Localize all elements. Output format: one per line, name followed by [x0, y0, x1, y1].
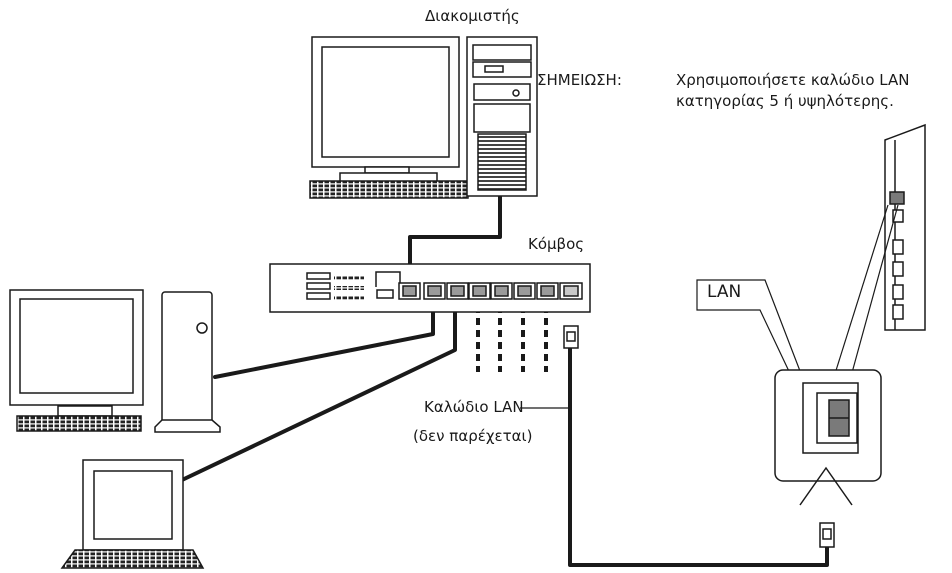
port-callout — [832, 204, 899, 381]
cable-label: Καλώδιο LAN — [424, 398, 524, 416]
lan-plug-hub — [563, 325, 579, 349]
server-computer — [309, 36, 538, 199]
cable-not-supplied-label: (δεν παρέχεται) — [413, 427, 533, 445]
display-side-view — [884, 123, 926, 331]
client-tower — [161, 291, 213, 425]
cables — [180, 193, 829, 567]
note-line-1: Χρησιμοποιήσετε καλώδιο LAN — [676, 71, 910, 89]
port-inset — [774, 369, 882, 506]
note-prefix: ΣΗΜΕΙΩΣΗ: — [537, 71, 622, 89]
server-keyboard — [309, 180, 469, 199]
hub-ports — [398, 282, 583, 300]
client-pc — [9, 289, 221, 433]
hub-to-display-cable — [568, 343, 829, 567]
lan-plug-display — [819, 522, 835, 548]
server-to-hub-cable — [408, 193, 502, 290]
note-line-2: κατηγορίας 5 ή υψηλότερης. — [676, 92, 894, 110]
server-label: Διακομιστής — [425, 7, 520, 25]
hub-label: Κόμβος — [528, 235, 585, 253]
client-keyboard — [16, 415, 142, 432]
lan-port-label: LAN — [707, 282, 742, 302]
laptop-to-hub-cable — [180, 290, 457, 482]
display-lan-port — [889, 191, 905, 205]
hub — [269, 263, 591, 313]
laptop — [60, 459, 205, 569]
